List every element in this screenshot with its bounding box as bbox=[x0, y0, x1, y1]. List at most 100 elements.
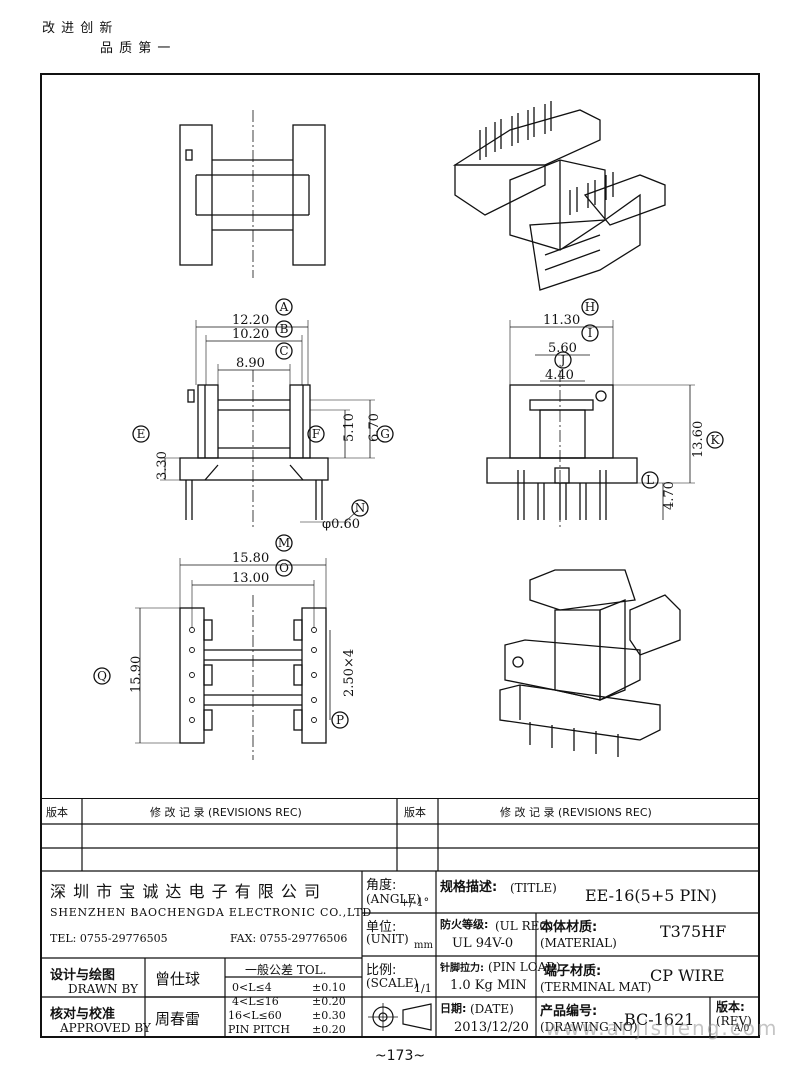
marker-N: N bbox=[351, 499, 369, 517]
rev-label-right: 版本 bbox=[404, 806, 426, 819]
material-sub: (MATERIAL) bbox=[540, 936, 617, 950]
top-view bbox=[179, 110, 326, 278]
rev-label: 版本: bbox=[716, 1000, 745, 1014]
title-value: EE-16(5+5 PIN) bbox=[585, 886, 717, 905]
svg-text:I: I bbox=[588, 326, 593, 340]
scale-value: 1/1 bbox=[414, 982, 432, 995]
marker-G: G bbox=[376, 425, 394, 443]
marker-J: J bbox=[554, 351, 572, 369]
marker-F: F bbox=[307, 425, 325, 443]
marker-A: A bbox=[275, 298, 293, 316]
pinload-value: 1.0 Kg MIN bbox=[450, 978, 527, 993]
drawing-sub: (DRAWING NO) bbox=[540, 1020, 638, 1034]
approved-value: 周春雷 bbox=[155, 1010, 201, 1028]
angle-sub: (ANGLE) bbox=[366, 892, 421, 906]
title-block-grid bbox=[40, 798, 760, 1038]
company-fax: FAX: 0755-29776506 bbox=[230, 932, 348, 945]
dim-side-2: 6.70 bbox=[367, 413, 382, 442]
unit-label: 单位: bbox=[366, 920, 397, 935]
svg-text:L: L bbox=[646, 473, 654, 487]
marker-P: P bbox=[331, 711, 349, 729]
marker-H: H bbox=[581, 298, 599, 316]
marker-O: O bbox=[275, 559, 293, 577]
tol-range-3: 16<L≤60 bbox=[228, 1009, 282, 1022]
rev-value: A/0 bbox=[734, 1024, 750, 1034]
terminal-value: CP WIRE bbox=[650, 966, 725, 985]
approved-label: 核对与校准 bbox=[50, 1007, 116, 1022]
dim-pitch: 2.50×4 bbox=[342, 649, 357, 697]
angle-value: +/-1° bbox=[400, 896, 430, 909]
slogan-line-1: 改 进 创 新 bbox=[42, 21, 114, 36]
drawn-value: 曾仕球 bbox=[155, 970, 201, 988]
material-value: T375HF bbox=[660, 922, 727, 941]
svg-text:Q: Q bbox=[97, 669, 107, 683]
company-name-en: SHENZHEN BAOCHENGDA ELECTRONIC CO.,LTD bbox=[50, 906, 372, 919]
title-label: 规格描述: bbox=[440, 880, 498, 895]
scale-sub: (SCALE) bbox=[366, 976, 419, 990]
slogan-line-2: 品 质 第 一 bbox=[100, 41, 172, 56]
company-tel: TEL: 0755-29776505 bbox=[50, 932, 168, 945]
svg-text:M: M bbox=[278, 536, 290, 550]
isometric-view-top bbox=[452, 101, 666, 291]
dim-side-3: 3.30 bbox=[155, 451, 170, 480]
title-sub: (TITLE) bbox=[510, 881, 557, 895]
terminal-sub: (TERMINAL MAT) bbox=[540, 980, 652, 994]
pinload-sub: (PIN LOAD) bbox=[488, 960, 561, 974]
dim-right-3: 4.40 bbox=[545, 368, 574, 383]
tol-range-4: PIN PITCH bbox=[228, 1023, 290, 1036]
dim-right-2: 5.60 bbox=[548, 341, 577, 356]
svg-text:F: F bbox=[312, 427, 320, 441]
marker-I: I bbox=[581, 324, 599, 342]
marker-B: B bbox=[275, 320, 293, 338]
dim-top-2: 10.20 bbox=[232, 327, 269, 342]
drawn-label: 设计与绘图 bbox=[50, 968, 116, 983]
title-block: 版本 修 改 记 录 (REVISIONS REC) 版本 修 改 记 录 (R… bbox=[40, 798, 760, 1038]
technical-drawing: 12.20 10.20 8.90 5.10 6.70 3.30 φ0.60 11… bbox=[93, 101, 724, 760]
dim-side-1: 5.10 bbox=[342, 413, 357, 442]
dim-bottom-vert: 15.90 bbox=[129, 656, 144, 693]
rev-sub: (REV) bbox=[716, 1014, 752, 1028]
drawing-value: BC-1621 bbox=[624, 1010, 695, 1029]
watermark: www.anjisheng.com bbox=[545, 1016, 779, 1040]
tol-value-3: ±0.30 bbox=[312, 1009, 346, 1022]
dim-pin-diameter: φ0.60 bbox=[322, 517, 360, 532]
date-value: 2013/12/20 bbox=[454, 1020, 529, 1035]
date-sub: (DATE) bbox=[470, 1002, 514, 1016]
svg-text:J: J bbox=[559, 353, 566, 367]
tol-value-2: ±0.20 bbox=[312, 995, 346, 1008]
date-label: 日期: bbox=[440, 1002, 467, 1015]
tol-value-1: ±0.10 bbox=[312, 981, 346, 994]
svg-text:N: N bbox=[355, 501, 366, 515]
angle-label: 角度: bbox=[366, 878, 397, 893]
tol-range-2: 4<L≤16 bbox=[232, 995, 279, 1008]
marker-L: L bbox=[641, 471, 659, 489]
dim-top-3: 8.90 bbox=[236, 356, 265, 371]
marker-C: C bbox=[275, 342, 293, 360]
drawing-label: 产品编号: bbox=[540, 1004, 598, 1019]
page-number: ~173~ bbox=[374, 1048, 426, 1064]
rev-title-left: 修 改 记 录 (REVISIONS REC) bbox=[150, 806, 302, 819]
tol-value-4: ±0.20 bbox=[312, 1023, 346, 1036]
svg-text:H: H bbox=[585, 300, 595, 314]
dim-bottom-2: 13.00 bbox=[232, 571, 269, 586]
ul-sub: (UL REC) bbox=[495, 919, 554, 933]
svg-text:O: O bbox=[279, 561, 289, 575]
dim-right-vert-2: 4.70 bbox=[662, 481, 677, 510]
svg-text:A: A bbox=[279, 300, 289, 314]
ul-label: 防火等级: bbox=[440, 918, 489, 931]
tolerance-title: 一般公差 TOL. bbox=[245, 963, 327, 977]
bottom-view bbox=[135, 558, 331, 760]
drawn-sub: DRAWN BY bbox=[68, 982, 139, 996]
svg-text:C: C bbox=[279, 344, 288, 358]
dim-bottom-1: 15.80 bbox=[232, 551, 269, 566]
drawing-sheet bbox=[40, 73, 760, 1038]
dim-right-1: 11.30 bbox=[543, 313, 580, 328]
terminal-label: 端子材质: bbox=[544, 964, 602, 979]
marker-K: K bbox=[706, 431, 724, 449]
rev-title-right: 修 改 记 录 (REVISIONS REC) bbox=[500, 806, 652, 819]
front-view bbox=[160, 320, 375, 530]
svg-text:G: G bbox=[380, 427, 390, 441]
svg-text:B: B bbox=[280, 322, 289, 336]
marker-Q: Q bbox=[93, 667, 111, 685]
company-name-cn: 深 圳 市 宝 诚 达 电 子 有 限 公 司 bbox=[50, 882, 321, 901]
